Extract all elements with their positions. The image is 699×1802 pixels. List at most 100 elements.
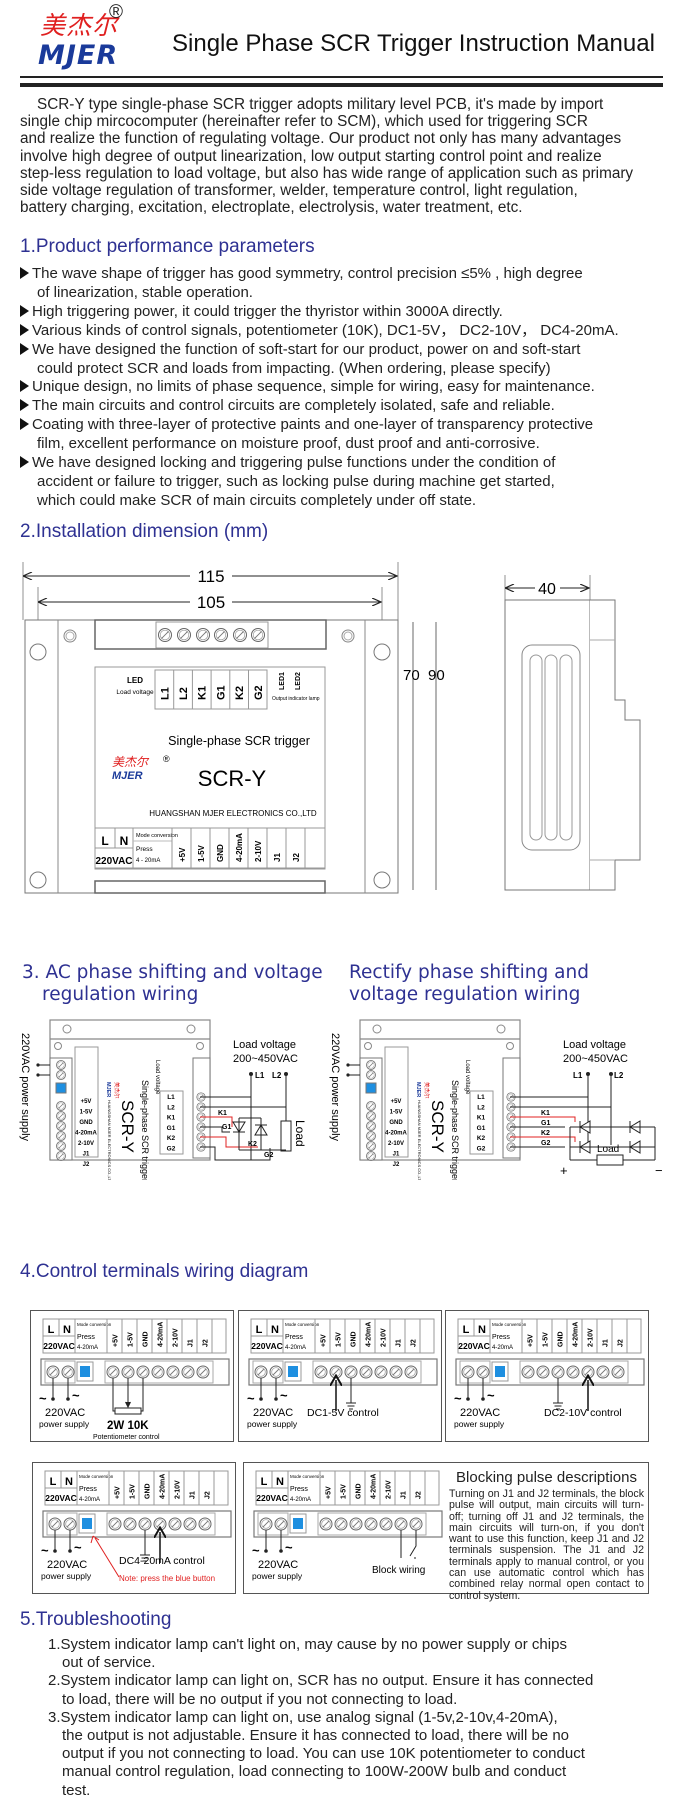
logo-text: MJER	[38, 40, 119, 71]
screw-slot	[126, 1520, 134, 1528]
board-logo: 美杰尔	[113, 1082, 121, 1099]
screw-slot	[479, 1368, 487, 1376]
screw-ring	[316, 1367, 326, 1377]
tilde-icon: ~	[39, 1391, 47, 1406]
screw-ring	[367, 1071, 375, 1079]
screw-ring	[168, 1367, 178, 1377]
supply-label: 220VAC	[43, 1341, 75, 1351]
screw-slot	[377, 1368, 385, 1376]
terminal-dot	[481, 1397, 485, 1401]
screw	[56, 1131, 66, 1141]
press-label: Press	[79, 1486, 97, 1493]
terminal-label: 2-10V	[588, 1328, 595, 1347]
screw-ring	[367, 1102, 375, 1110]
terminal-label: +5V	[321, 1334, 328, 1347]
bottom-terminal-label: +5V	[178, 847, 187, 862]
load-voltage-range: 200~450VAC	[233, 1053, 298, 1065]
heading-line: regulation wiring	[42, 984, 199, 1005]
tilde-icon: ~	[72, 1388, 80, 1403]
power-label: 220VAC	[45, 1407, 85, 1419]
press-value: 4-20mA	[290, 1497, 311, 1503]
screw	[366, 1131, 376, 1141]
terminal-label: GND	[79, 1120, 93, 1126]
press-value: 4-20mA	[285, 1345, 306, 1351]
mounting-hole	[506, 1042, 514, 1050]
terminal-label: J2	[203, 1339, 210, 1347]
terminal-dot	[466, 1397, 470, 1401]
screw-slot	[524, 1368, 532, 1376]
screw-slot	[367, 1520, 375, 1528]
label-row	[44, 1470, 229, 1506]
n-label: N	[276, 1476, 284, 1488]
control-label: Block wiring	[372, 1565, 425, 1576]
screw-ring	[153, 1367, 163, 1377]
board-description: Single-phase SCR trigger	[140, 1080, 150, 1180]
load-voltage-label: Load voltage	[116, 689, 154, 696]
supply-label: 220VAC	[256, 1493, 288, 1503]
bullet-text: The main circuits and control circuits a…	[32, 397, 555, 415]
mounting-hole	[372, 1024, 382, 1034]
l-label: L	[101, 834, 108, 848]
tilde-icon: ~	[285, 1540, 293, 1555]
terminal-label: 2-10V	[78, 1141, 94, 1147]
board-load-voltage: Load voltage	[464, 1060, 470, 1095]
k1-wire	[510, 1116, 576, 1122]
control-label: DC1-5V control	[307, 1407, 379, 1419]
g2-wire	[200, 1146, 271, 1161]
screw-slot	[368, 1113, 374, 1119]
intro-line: SCR-Y type single-phase SCR trigger adop…	[20, 96, 604, 113]
device-logo-en: MJER	[112, 770, 143, 782]
screw	[366, 1070, 376, 1080]
load-voltage-label: Load voltage	[563, 1039, 626, 1051]
k2-label: K2	[248, 1141, 257, 1148]
screw-ring	[276, 1519, 286, 1529]
troubleshooting-continuation: out of service.	[62, 1654, 156, 1672]
terminal-label: J1	[190, 1491, 197, 1499]
bullet-text: could protect SCR and loads from impacti…	[37, 359, 551, 377]
terminal-label: 4-20mA	[371, 1474, 378, 1499]
terminal-label: 2-10V	[173, 1328, 180, 1347]
control-terminal-block	[317, 1512, 427, 1536]
control-label: 2W 10K	[107, 1420, 149, 1432]
terminal-label: J1	[401, 1491, 408, 1499]
bullet-item: We have designed the function of soft-st…	[20, 341, 619, 360]
power-terminal-block	[46, 1512, 78, 1536]
intro-line: step-less regulation to load voltage, bu…	[20, 164, 634, 182]
screw-slot	[464, 1368, 472, 1376]
board-manufacturer: HUANGSHAN MJER ELECTRONICS CO.,LTD	[417, 1100, 422, 1180]
top-terminal-label: G2	[253, 685, 265, 700]
press-label: Press	[136, 846, 153, 853]
l-label: L	[50, 1476, 57, 1488]
terminal-label: +5V	[113, 1334, 120, 1347]
supply-label: 220VAC	[458, 1341, 490, 1351]
blocking-pulse-description: Blocking pulse descriptions Turning on J…	[449, 1469, 644, 1602]
n-label: N	[120, 834, 129, 848]
screw-ring	[57, 1152, 65, 1160]
bottom-terminal-label: 2-10V	[254, 840, 263, 862]
note-label: Note: press the blue button	[119, 1574, 215, 1583]
g2-label: G2	[541, 1140, 550, 1147]
height-dimension: 70 90	[403, 622, 445, 890]
screw-slot	[58, 1103, 64, 1109]
heading-line: Rectify phase shifting and	[349, 962, 589, 983]
tilde-icon: ~	[280, 1388, 288, 1403]
screw-slot	[58, 1062, 64, 1068]
load-voltage-range: 200~450VAC	[563, 1053, 628, 1065]
terminal-label: +5V	[81, 1099, 92, 1105]
terminal-label: K1	[477, 1115, 486, 1122]
screw-ring	[523, 1367, 533, 1377]
screw-ring	[185, 1519, 195, 1529]
screw	[56, 1101, 66, 1111]
mounting-hole	[373, 643, 391, 661]
plus-label: +	[560, 1163, 568, 1178]
troubleshooting-continuation: manual control regulation, load connecti…	[62, 1763, 567, 1781]
mode-button	[55, 1082, 67, 1094]
mode-conversion-label: Mode conversion	[136, 833, 178, 839]
screw	[366, 1111, 376, 1121]
screw-ring	[57, 1112, 65, 1120]
board-load-voltage: Load voltage	[154, 1060, 160, 1095]
screw-slot	[347, 1368, 355, 1376]
